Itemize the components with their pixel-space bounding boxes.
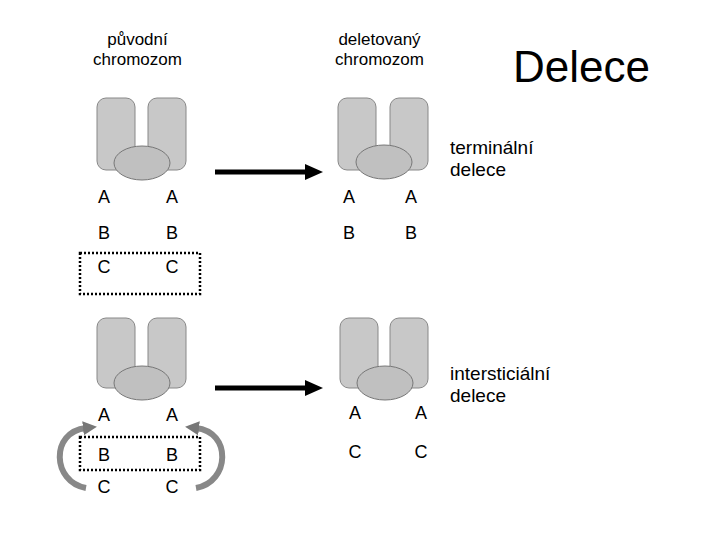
gene-letter: A: [160, 405, 184, 425]
gene-letter: B: [399, 223, 423, 243]
gene-letter: C: [160, 477, 184, 497]
gene-letter: A: [399, 187, 423, 207]
transition-arrow: [215, 170, 307, 175]
centromere: [356, 145, 412, 179]
centromere: [357, 366, 413, 400]
gene-letter: B: [92, 445, 116, 465]
deleted-region-box: [80, 253, 200, 294]
gene-letter: A: [343, 403, 367, 423]
gene-letter: B: [160, 223, 184, 243]
gene-letter: A: [337, 187, 361, 207]
deletion-type-label: terminální delece: [450, 137, 560, 181]
gene-letter: B: [337, 223, 361, 243]
rejoin-arrow: [60, 428, 86, 488]
centromere: [114, 366, 170, 400]
rejoin-arrow: [196, 428, 222, 488]
transition-arrow: [215, 386, 307, 391]
chromosome: AABBCC: [80, 95, 205, 300]
gene-letter: C: [92, 477, 116, 497]
gene-letter: A: [409, 403, 433, 423]
gene-letter: A: [92, 187, 116, 207]
gene-letter: C: [343, 442, 367, 462]
gene-letter: C: [92, 257, 116, 277]
chromosome: AABB: [330, 95, 455, 255]
chromosome: AABBCC: [80, 315, 205, 500]
column-heading: deletovaný chromozom: [312, 30, 447, 69]
diagram-title: Delece: [513, 42, 650, 92]
centromere: [114, 146, 170, 180]
column-heading: původní chromozom: [70, 30, 205, 69]
gene-letter: B: [160, 445, 184, 465]
chromosome: AACC: [330, 315, 455, 465]
gene-letter: C: [409, 442, 433, 462]
gene-letter: A: [160, 187, 184, 207]
gene-letter: C: [160, 257, 184, 277]
deletion-type-label: intersticiální delece: [450, 363, 600, 407]
deleted-region-box: [80, 437, 200, 470]
gene-letter: A: [92, 405, 116, 425]
gene-letter: B: [92, 223, 116, 243]
